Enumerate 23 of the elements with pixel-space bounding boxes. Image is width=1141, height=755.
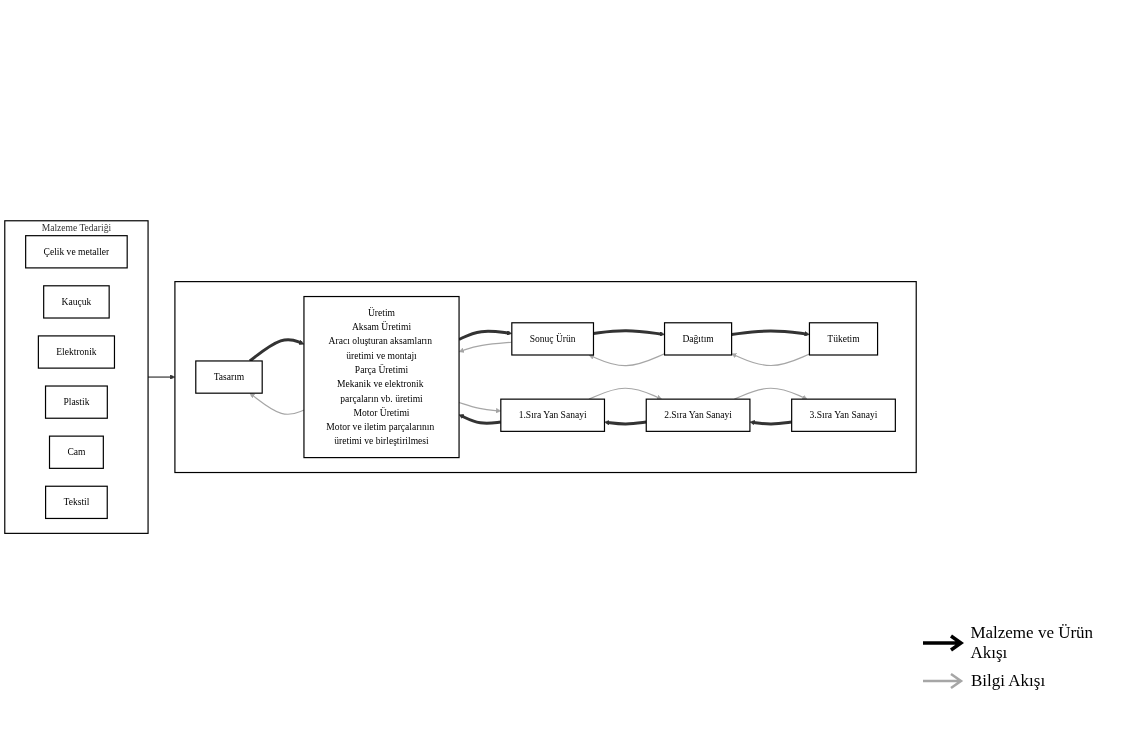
legend-label: Malzeme ve Ürün Akışı — [970, 623, 1095, 663]
node-box: Sonuç Ürün — [511, 322, 595, 356]
node-box: Plastik — [44, 385, 108, 420]
arrow — [731, 353, 811, 367]
node-box: 3.Sıra Yan Sanayi — [791, 398, 896, 433]
arrow — [588, 388, 662, 401]
node-box: 1.Sıra Yan Sanayi — [500, 398, 606, 433]
node-box: Çelik ve metaller — [25, 235, 128, 269]
cluster — [174, 281, 917, 474]
node-box: Tasarım — [195, 360, 263, 395]
node-box: Dağıtım — [663, 322, 733, 356]
node-box: Kauçuk — [43, 285, 110, 320]
node-box: Tüketim — [808, 322, 879, 356]
node-box: Üretim Aksam Üretimi Aracı oluşturan aksamların üretimi ve montajı Parça Üretimi Mekanik ve elektronik parçaların vb. üretimi Motor Üretimi Motor ve iletim parçalarının üretimi ve birleştirilmesi — [303, 296, 460, 459]
node-box: Elektronik — [37, 335, 116, 370]
arrow — [604, 420, 647, 426]
arrow — [731, 329, 810, 337]
node-box: Cam — [48, 435, 104, 470]
arrow — [593, 329, 665, 337]
node-box: 2.Sıra Yan Sanayi — [645, 398, 751, 433]
arrow — [749, 420, 792, 426]
legend-label: Bilgi Akışı — [971, 671, 1046, 691]
node-box: Tekstil — [45, 486, 108, 520]
